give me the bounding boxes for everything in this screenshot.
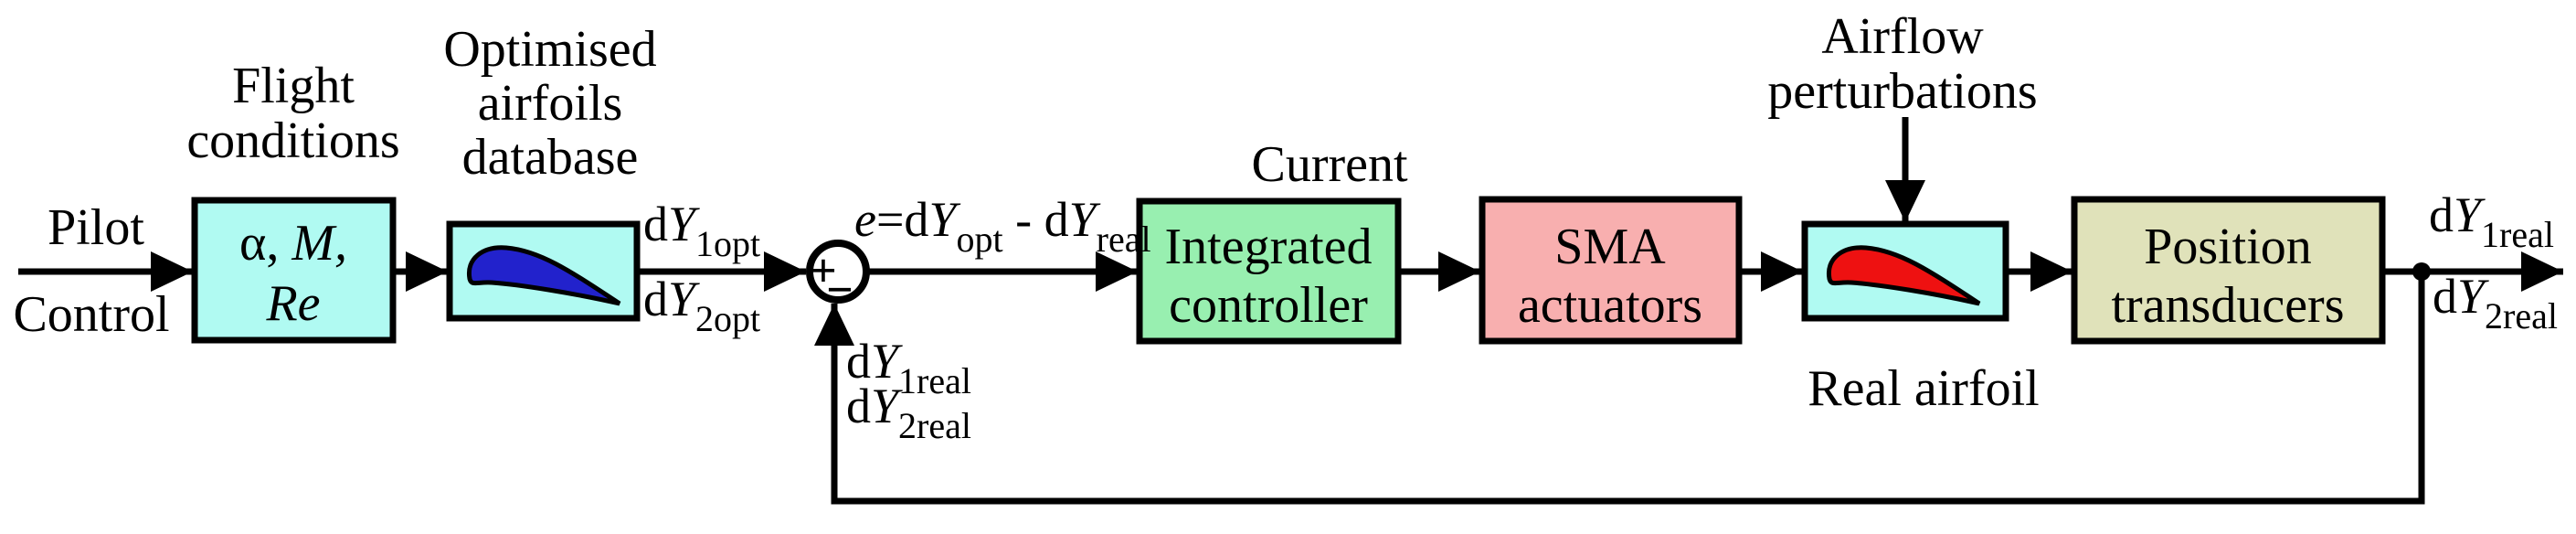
- signal-dy1opt: dY1opt: [643, 197, 760, 264]
- sma-actuators-label-line1: SMA: [1554, 219, 1666, 275]
- summing-plus-sign: +: [810, 245, 837, 297]
- airflow-caption-line2: perturbations: [1767, 63, 2037, 120]
- sma-actuators-label-line2: actuators: [1518, 277, 1702, 334]
- output-dy1real: dY1real: [2429, 187, 2554, 255]
- flight-conditions-caption-line2: conditions: [186, 112, 399, 169]
- real-airfoil-caption: Real airfoil: [1807, 360, 2039, 417]
- error-equation: e=dYopt - dYreal: [854, 192, 1151, 260]
- signal-dy2opt: dY2opt: [643, 272, 760, 339]
- real-airfoil-icon: [1826, 245, 1981, 306]
- flight-box-parameters-line2: Re: [265, 275, 320, 332]
- summing-junction-circle: [806, 240, 870, 304]
- current-label: Current: [1251, 136, 1408, 193]
- feedback-dy2real: dY2real: [846, 379, 971, 446]
- feedback-dy1real: dY1real: [846, 334, 971, 401]
- optimised-airfoil-icon: [466, 245, 621, 306]
- feedback-path: [814, 272, 2425, 505]
- integrated-controller-label-line1: Integrated: [1165, 219, 1373, 275]
- integrated-controller-box: [1136, 198, 1402, 345]
- database-caption-line2: airfoils: [478, 75, 623, 132]
- position-transducers-box: [2071, 196, 2386, 345]
- feedback-junction-dot: [2412, 262, 2431, 281]
- summing-minus-sign: −: [826, 264, 853, 316]
- database-caption-line3: database: [462, 129, 639, 186]
- control-label: Control: [13, 286, 169, 343]
- flight-conditions-caption-line1: Flight: [232, 58, 355, 114]
- output-dy2real: dY2real: [2433, 269, 2558, 336]
- pilot-label: Pilot: [48, 199, 144, 256]
- position-transducers-label-line2: transducers: [2111, 277, 2344, 334]
- flight-conditions-box: [191, 197, 397, 344]
- position-transducers-label-line1: Position: [2144, 219, 2312, 275]
- flight-box-parameters-line1: α, M,: [239, 215, 347, 272]
- sma-actuators-box: [1479, 196, 1743, 345]
- database-caption-line1: Optimised: [443, 21, 656, 78]
- integrated-controller-label-line2: controller: [1169, 277, 1368, 334]
- airflow-caption-line1: Airflow: [1821, 8, 1984, 65]
